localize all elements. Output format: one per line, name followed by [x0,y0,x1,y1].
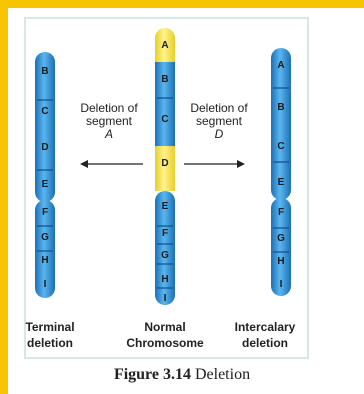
left-arrow-line1: Deletion of [80,101,138,115]
normal-band-d: D [161,158,168,169]
intercalary-band-a: A [277,60,284,71]
intercalary-band-i: I [280,279,283,290]
terminal-chromosome: B C D E F G H I [35,52,55,298]
normal-band-f: F [162,228,168,239]
intercalary-band-c: C [277,141,284,152]
normal-label-line1: Normal [144,320,186,334]
left-arrow [80,160,143,168]
terminal-label-line2: deletion [26,336,73,350]
terminal-lower-segment [35,200,55,298]
terminal-label-line1: Terminal [25,320,75,334]
normal-lower-segment [155,191,175,305]
intercalary-chromosome: A B C E F G H I [271,48,291,296]
normal-chromosome: A B C D E FG HI [155,28,175,305]
intercalary-band-b: B [277,102,284,113]
right-arrow-line2: segment [195,114,243,128]
terminal-band-f: F [42,207,48,218]
intercalary-label-line2: deletion [241,336,288,350]
left-arrow-line2: segment [85,114,133,128]
left-arrow-segment: A [104,127,113,141]
intercalary-band-g: G [277,233,285,244]
terminal-band-g: G [41,232,49,243]
figure-title: Deletion [194,366,251,383]
left-arrow-label: Deletion of segment A [64,102,154,141]
right-arrow-segment: D [214,127,224,141]
terminal-band-e: E [42,179,49,190]
terminal-band-b: B [41,66,48,77]
figure-number: Figure 3.14 [113,366,191,383]
normal-band-h: H [161,274,168,285]
normal-band-c: C [161,114,168,125]
normal-band-g: G [161,250,169,261]
intercalary-band-h: H [277,256,284,267]
right-arrow-line1: Deletion of [190,101,248,115]
normal-label: Normal Chromosome [112,319,218,351]
right-arrow [184,160,245,168]
right-arrow-label: Deletion of segment D [174,102,264,141]
intercalary-band-e: E [278,177,285,188]
intercalary-lower-segment [271,198,291,296]
normal-d-segment [155,146,175,191]
normal-band-e: E [162,201,169,212]
normal-band-a: A [161,40,168,51]
terminal-band-d: D [41,142,48,153]
normal-band-b: B [161,74,168,85]
normal-band-i: I [164,293,167,304]
intercalary-label: Intercalary deletion [222,319,308,351]
intercalary-band-f: F [278,207,284,218]
terminal-band-i: I [44,279,47,290]
figure-caption: Figure 3.14 Deletion [0,366,364,384]
normal-label-line2: Chromosome [126,336,204,350]
terminal-band-c: C [41,106,48,117]
terminal-band-h: H [41,255,48,266]
normal-bc-segment [155,62,175,146]
terminal-label: Terminal deletion [18,319,82,351]
intercalary-label-line1: Intercalary [234,320,296,334]
terminal-upper-segment [35,52,55,202]
